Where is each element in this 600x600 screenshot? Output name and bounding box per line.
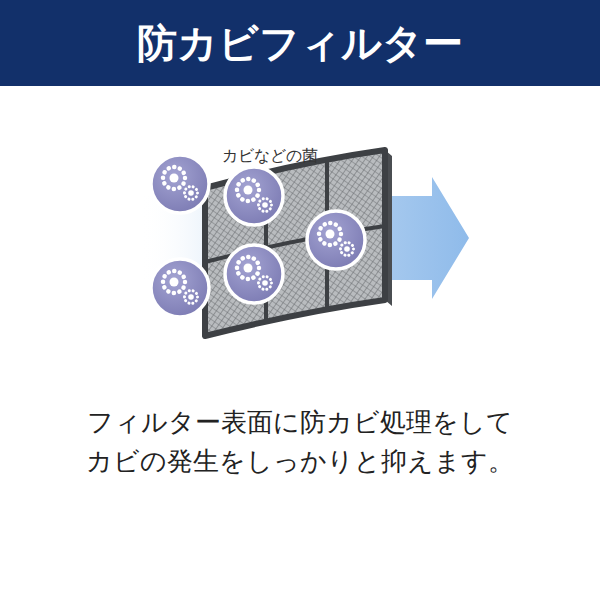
- caption-text: フィルター表面に防カビ処理をして カビの発生をしっかりと抑えます。: [40, 403, 560, 481]
- spore-label: カビなどの菌: [222, 146, 318, 165]
- title-text: 防カビフィルター: [137, 21, 463, 65]
